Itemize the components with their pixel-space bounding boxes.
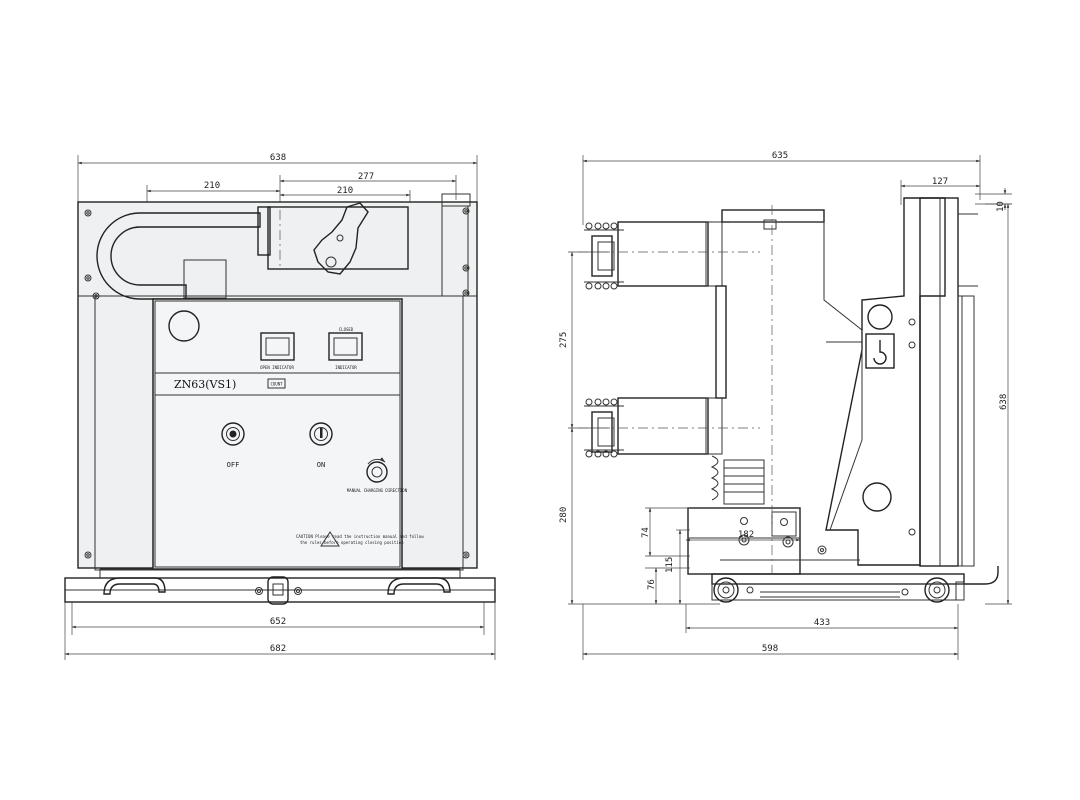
dim-bracket-76-label: 76: [647, 579, 657, 590]
dim-bracket-115-label: 115: [665, 557, 675, 573]
dim-bracket-74: 74: [641, 507, 690, 557]
dim-overall-width-label: 638: [270, 153, 286, 163]
racking-crank-socket[interactable]: [267, 576, 289, 605]
dim-bracket-182: 182: [685, 530, 801, 542]
dim-lower-height-label: 280: [559, 507, 569, 523]
dim-top-offset: 127: [900, 177, 981, 205]
caution-line-1: CAUTION Please read the instruction manu…: [296, 534, 424, 539]
mechanism-housing: [825, 197, 946, 566]
upper-insulator: [617, 221, 709, 287]
off-button[interactable]: [221, 422, 245, 446]
lower-porthole: [862, 482, 892, 512]
u-shaped-arm: [96, 212, 261, 300]
front-view: 638 210 277 210: [64, 153, 496, 660]
closed-indicator-label: INDICATOR: [335, 365, 357, 370]
dim-pole-spacing-label: 275: [559, 332, 569, 348]
right-handle[interactable]: [387, 577, 451, 595]
dim-top-offset-label: 127: [932, 177, 948, 187]
left-handle[interactable]: [103, 577, 166, 595]
dim-pole-spacing: 275: [559, 251, 610, 429]
front-wheel: [713, 577, 739, 603]
manual-charging-label: MANUAL CHARGING DIRECTION: [347, 488, 408, 493]
dim-lower-height: 280: [559, 427, 720, 605]
on-button[interactable]: [309, 422, 333, 446]
dim-base-width-label: 682: [270, 644, 286, 654]
upper-contact: [584, 221, 723, 290]
open-indicator-label: OPEN INDICATOR: [260, 365, 294, 370]
dim-truck-598-label: 598: [762, 644, 778, 654]
caution-label: CAUTION Please read the instruction manu…: [296, 531, 424, 547]
dim-truck-598: 598: [582, 604, 959, 660]
dim-height-right-label: 638: [999, 394, 1009, 410]
dim-height-right: 638: [985, 203, 1012, 605]
truck-frame: [711, 573, 965, 585]
contact-arm-box: [267, 206, 409, 270]
on-label: ON: [317, 461, 325, 469]
dim-bracket-76: 76: [645, 567, 690, 605]
lower-insulator: [617, 397, 709, 455]
open-indicator: [260, 332, 295, 361]
operation-counter: [267, 378, 286, 389]
cam-lever: [313, 202, 369, 275]
dim-bracket-74-label: 74: [641, 527, 651, 538]
dim-overall-depth: 635: [582, 151, 981, 225]
caution-line-2: the rules before operating closing posit…: [300, 540, 404, 545]
model-label: ZN63(VS1): [174, 378, 236, 391]
dim-arm-offset-label: 277: [358, 172, 374, 182]
off-label: OFF: [227, 461, 240, 469]
spring-viewport-icon: [168, 310, 200, 342]
dim-top-gap: 10: [975, 188, 1012, 212]
manual-charging-socket[interactable]: [366, 457, 388, 483]
dim-pole-pitch-label: 210: [337, 186, 353, 196]
right-post: [441, 205, 469, 297]
dim-top-gap-label: 10: [996, 201, 1006, 212]
upper-porthole: [867, 304, 893, 330]
closed-indicator: [328, 332, 363, 361]
lifting-hook-plate: [865, 333, 895, 369]
dim-rail-width: 652: [71, 602, 485, 635]
dim-overall-depth-label: 635: [772, 151, 788, 161]
dim-base-width: 682: [64, 602, 496, 660]
counter-label: COUNT: [270, 382, 283, 387]
dim-overall-width: 638: [77, 153, 478, 202]
closed-indicator-top-label: CLOSED: [339, 327, 354, 332]
lifting-hook-icon: [873, 340, 887, 365]
control-panel: [152, 298, 403, 570]
dim-arm-span-label: 210: [204, 181, 220, 191]
rear-wheel: [924, 577, 950, 603]
lower-contact: [584, 397, 723, 458]
rear-upright: [919, 197, 959, 567]
dim-rail-width-label: 652: [270, 617, 286, 627]
dim-bracket-182-label: 182: [738, 530, 754, 540]
dim-bracket-115: 115: [665, 529, 690, 605]
pole-body: [715, 285, 727, 399]
bellows: [710, 455, 765, 505]
truck-handle[interactable]: [964, 566, 999, 585]
dim-truck-433: 433: [685, 604, 959, 660]
dim-truck-433-label: 433: [814, 618, 830, 628]
side-view: 635 127 10 638 275: [559, 151, 1012, 660]
